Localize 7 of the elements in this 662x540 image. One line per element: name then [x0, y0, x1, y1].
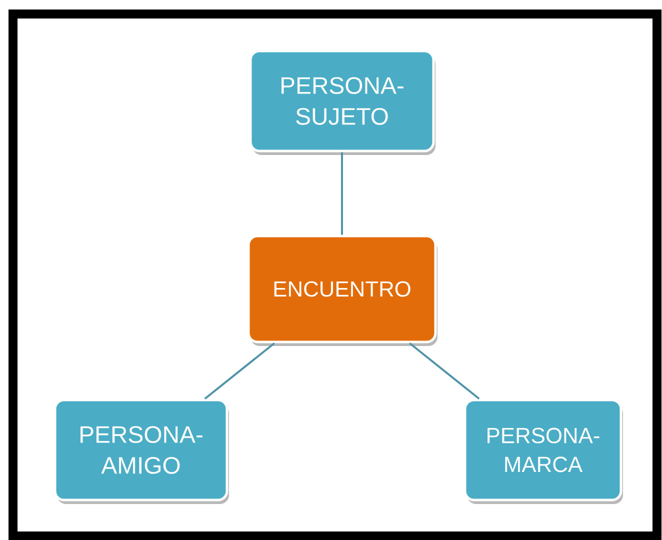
- connector-line: [204, 342, 275, 400]
- concept-box: ENCUENTRO: [247, 234, 438, 346]
- connector-line: [409, 342, 480, 400]
- connector-line: [341, 152, 343, 235]
- concept-box: PERSONA- AMIGO: [54, 398, 229, 504]
- concept-box: PERSONA- SUJETO: [249, 50, 436, 155]
- concept-box: PERSONA- MARCA: [464, 398, 623, 504]
